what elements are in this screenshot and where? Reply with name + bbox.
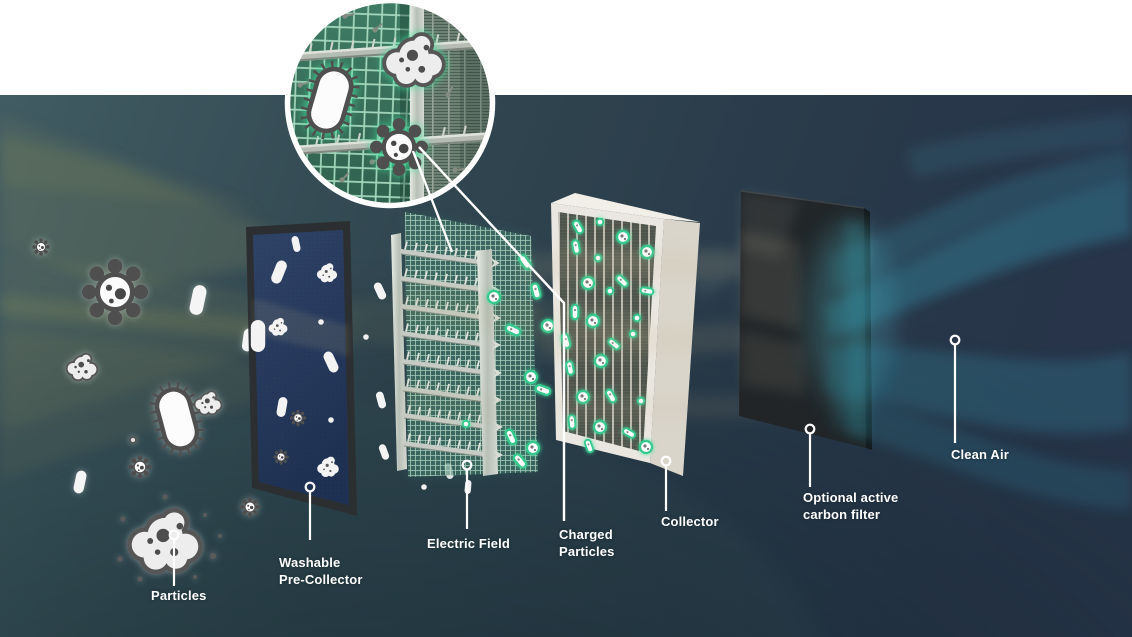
label-text: Collector	[661, 514, 719, 529]
callout-clean-air	[949, 334, 961, 443]
magnifier-inset	[284, 0, 496, 209]
virus-icon	[240, 497, 260, 517]
callout-pre-collector	[304, 481, 316, 540]
label-text: Clean Air	[951, 447, 1009, 462]
collector-top	[551, 193, 700, 222]
label-text: Pre-Collector	[279, 571, 363, 587]
label-electric-field: Electric Field	[427, 536, 510, 553]
dust-cluster-large-icon	[117, 494, 222, 582]
label-text: Optional active	[803, 490, 899, 505]
label-text: Washable	[279, 555, 341, 570]
label-text: carbon filter	[803, 506, 881, 522]
label-washable-pre-collector: Washable Pre-Collector	[279, 555, 363, 588]
label-particles: Particles	[151, 588, 207, 605]
pre-collector-panel	[246, 221, 357, 516]
virus-icon	[32, 238, 50, 256]
callout-collector	[660, 455, 672, 511]
virus-icon	[84, 261, 145, 322]
label-clean-air: Clean Air	[951, 447, 1009, 464]
callout-markers	[168, 334, 961, 586]
incoming-particles	[32, 238, 260, 582]
virus-icon	[128, 455, 152, 479]
label-text: Charged	[559, 527, 613, 542]
callout-electric-field	[461, 459, 473, 529]
electric-field-panel	[391, 212, 545, 477]
label-carbon-filter: Optional active carbon filter	[803, 490, 898, 523]
label-text: Particles	[151, 588, 207, 603]
dot-particle-icon	[129, 436, 137, 444]
label-text: Electric Field	[427, 536, 511, 551]
top-white-band	[0, 0, 1132, 96]
label-charged-particles: Charged Particles	[559, 527, 615, 560]
label-collector: Collector	[661, 514, 719, 531]
magnifier-pointer-lines	[411, 146, 566, 521]
magnifier-ring	[284, 0, 496, 209]
label-text: Particles	[559, 543, 615, 559]
callout-particles	[168, 529, 180, 586]
callout-carbon-filter	[804, 423, 816, 487]
clean-air-streams	[805, 112, 1132, 510]
